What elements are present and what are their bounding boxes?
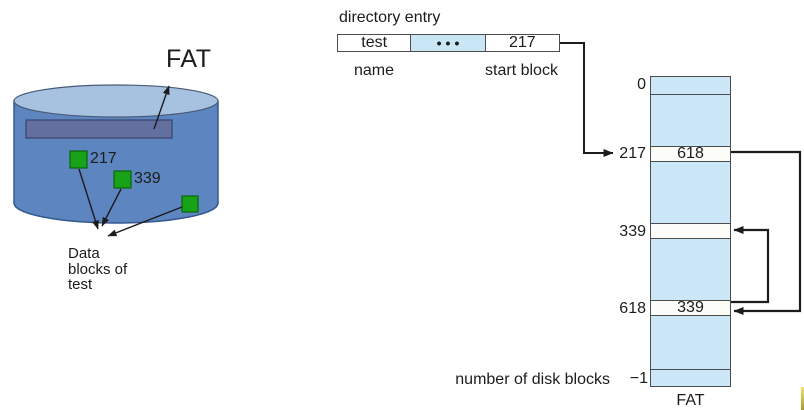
data-blocks-caption: Data blocks of test bbox=[68, 245, 128, 293]
data-block-extra bbox=[181, 195, 199, 213]
directory-ellipsis-cell: ••• bbox=[410, 35, 485, 51]
data-block-217 bbox=[69, 150, 88, 169]
start-block-field-label: start block bbox=[485, 62, 558, 79]
directory-start-block-cell: 217 bbox=[484, 34, 559, 51]
fat-cell-339 bbox=[651, 223, 730, 239]
fat-on-disk-title: FAT bbox=[166, 45, 212, 73]
name-field-label: name bbox=[353, 62, 395, 79]
fat-217-to-618-arrow bbox=[730, 150, 802, 315]
fat-cell-217: 618 bbox=[651, 145, 730, 162]
directory-entry-row: test ••• 217 bbox=[337, 34, 560, 52]
block-217-label: 217 bbox=[90, 150, 117, 167]
fat-strip-on-disk bbox=[25, 119, 173, 139]
directory-entry-label: directory entry bbox=[339, 9, 441, 26]
fat-table-caption: FAT bbox=[676, 392, 705, 409]
fat-table: 618 339 bbox=[650, 76, 731, 387]
fat-last-row-divider bbox=[651, 369, 730, 370]
block-339-pointer-arrow bbox=[101, 188, 122, 227]
block-217-pointer-arrow bbox=[78, 168, 99, 230]
disk-top-ellipse bbox=[13, 84, 219, 118]
fat-index-minus-1: −1 bbox=[629, 370, 648, 387]
block-339-label: 339 bbox=[134, 170, 161, 187]
fat-618-to-339-arrow bbox=[730, 226, 770, 304]
disk-cylinder bbox=[13, 84, 219, 224]
screen-edge-artifact bbox=[801, 387, 804, 410]
start-block-to-fat-arrow bbox=[559, 42, 614, 157]
fat-index-339: 339 bbox=[619, 223, 646, 240]
fat-cell-618: 339 bbox=[651, 299, 730, 316]
block-extra-pointer-arrow bbox=[107, 206, 183, 237]
number-of-disk-blocks-label: number of disk blocks bbox=[455, 371, 610, 388]
fat-index-217: 217 bbox=[619, 145, 646, 162]
fat-strip-to-title-arrow bbox=[153, 85, 170, 130]
fat-index-0: 0 bbox=[637, 76, 646, 93]
data-block-339 bbox=[113, 170, 132, 189]
fat-index-618: 618 bbox=[619, 300, 646, 317]
directory-name-cell: test bbox=[361, 34, 388, 51]
fat-row-0-divider bbox=[651, 94, 730, 95]
